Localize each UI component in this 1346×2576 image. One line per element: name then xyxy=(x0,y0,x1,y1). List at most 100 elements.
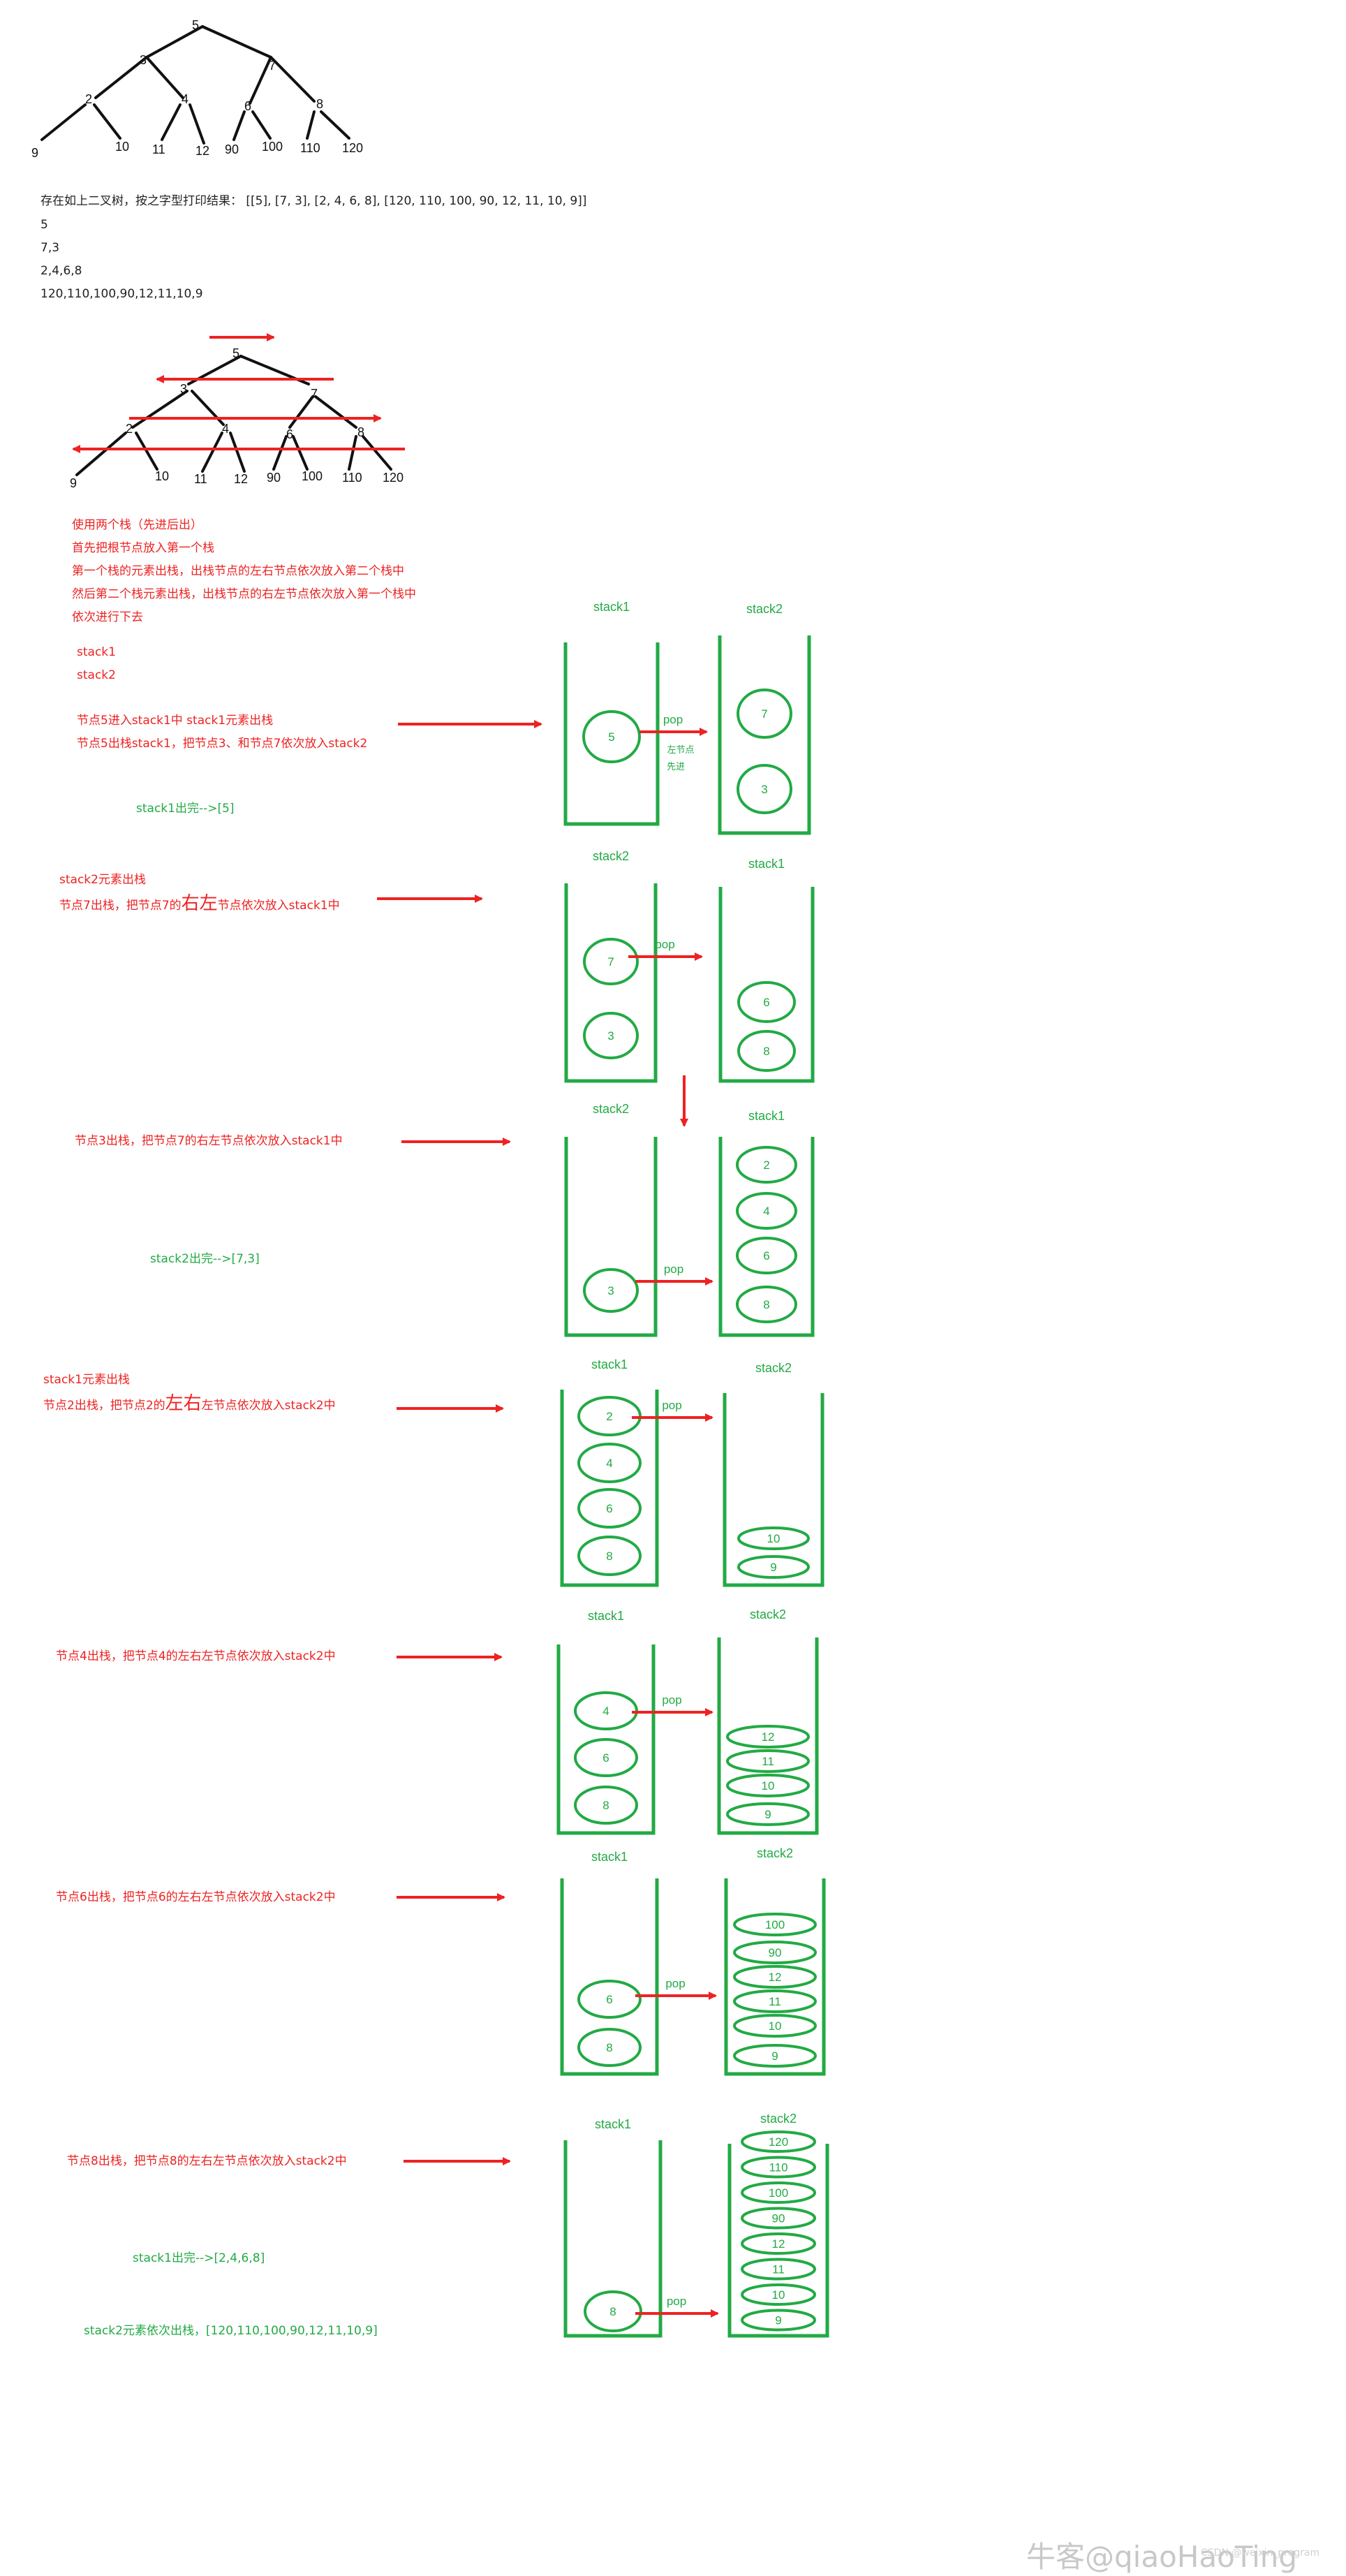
step1-stack-left-item xyxy=(582,710,641,763)
step2-stack-left-item xyxy=(583,938,639,985)
step2-title: stack2元素出栈 xyxy=(59,873,146,887)
step6-stack-right-container xyxy=(724,1878,826,2076)
step1-desc-1: 节点5进入stack1中 stack1元素出栈 xyxy=(77,714,274,728)
step6-stack-left-item-label: 8 xyxy=(606,2041,612,2054)
step2-stack-right-item xyxy=(737,981,796,1023)
step7-stack-right-item-label: 10 xyxy=(772,2288,785,2302)
result-row-3: 2,4,6,8 xyxy=(40,264,82,278)
step7-stack-right-item xyxy=(741,2156,816,2179)
tree-node-6: 6 xyxy=(244,99,251,113)
step4-pop-label: pop xyxy=(662,1399,681,1412)
step1-stack-right-item xyxy=(737,764,792,814)
zigzag-arrows xyxy=(72,333,405,453)
step5-stack-right-item xyxy=(726,1802,810,1826)
step7-stack-right-item xyxy=(741,2130,816,2153)
step5-stack-right-item xyxy=(726,1774,810,1797)
step4-stack-left-item-label: 4 xyxy=(606,1457,612,1470)
step5-stack-right-item-label: 11 xyxy=(762,1755,774,1768)
step2-stack-right-item xyxy=(737,1030,796,1072)
step-arrows xyxy=(377,720,688,2165)
step7-done-1: stack1出完-->[2,4,6,8] xyxy=(133,2251,265,2265)
watermark-small: CSDN @weixin_program xyxy=(1201,2547,1320,2559)
step5-stack-left-item xyxy=(574,1786,638,1825)
step6-stack-right-item xyxy=(733,2044,817,2068)
tree-node-90: 90 xyxy=(225,142,239,156)
step3-stack-right-item-label: 4 xyxy=(763,1205,769,1218)
result-row-2: 7,3 xyxy=(40,241,60,255)
svg-text:10: 10 xyxy=(155,469,169,483)
step5-desc: 节点4出栈，把节点4的左右左节点依次放入stack2中 xyxy=(56,1649,336,1663)
step5-stack-right-item-label: 9 xyxy=(764,1808,771,1821)
step3-stack-left-container xyxy=(564,1137,658,1337)
tree-node-110: 110 xyxy=(300,141,320,155)
svg-text:6: 6 xyxy=(286,427,293,441)
step6-stack-left-item xyxy=(577,1980,642,2019)
step7-pop-label: pop xyxy=(667,2295,686,2308)
step5-stack-right-item-label: 10 xyxy=(762,1779,775,1793)
step7-stack-right-item-label: 9 xyxy=(775,2314,781,2327)
step2-desc: 节点7出栈，把节点7的右左节点依次放入stack1中 xyxy=(59,893,340,914)
tree-node-7: 7 xyxy=(269,59,276,73)
step1-label-stack2: stack2 xyxy=(77,668,116,682)
step7-stack-left-container xyxy=(563,2140,663,2338)
svg-text:11: 11 xyxy=(194,472,207,486)
step7-stack-right-label: stack2 xyxy=(760,2112,797,2126)
step6-stack-right-item xyxy=(733,2014,817,2038)
step2-stack-right-item-label: 8 xyxy=(763,1045,769,1058)
step1-stack-left-item-label: 5 xyxy=(608,730,614,744)
step3-stack-right-item-label: 6 xyxy=(763,1249,769,1263)
step7-stack-right-item xyxy=(741,2232,816,2255)
step3-stack-right-label: stack1 xyxy=(748,1109,785,1123)
step7-stack-right-item xyxy=(741,2207,816,2230)
step2-stack-left-label: stack2 xyxy=(593,849,629,863)
step3-pop-label: pop xyxy=(664,1263,683,1276)
step4-stack-left-item xyxy=(577,1536,642,1576)
method-line-2: 首先把根节点放入第一个栈 xyxy=(72,541,214,555)
stacks-group: stack15stack273pop左节点先进stack273stack168p… xyxy=(556,600,829,2338)
step5-stack-right-item xyxy=(726,1749,810,1773)
step4-stack-left-item-label: 6 xyxy=(606,1502,612,1515)
step7-stack-left-item xyxy=(584,2290,642,2332)
result-line: 存在如上二叉树，按之字型打印结果： [[5], [7, 3], [2, 4, 6… xyxy=(40,194,587,208)
watermark: 牛客@qiaoHaoTing xyxy=(1026,2540,1298,2574)
step3-stack-right-item xyxy=(736,1192,797,1230)
step4-stack-right-item xyxy=(737,1526,810,1550)
tree-node-2: 2 xyxy=(85,92,92,106)
step1-note-2: 先进 xyxy=(667,761,685,772)
binary-tree-top xyxy=(40,25,350,145)
result-row-1: 5 xyxy=(40,218,48,232)
tree-node-12: 12 xyxy=(195,144,209,158)
step5-stack-left-item-label: 6 xyxy=(602,1751,609,1765)
step4-stack-right-item-label: 9 xyxy=(770,1561,776,1574)
svg-text:9: 9 xyxy=(70,476,77,490)
step4-stack-left-item-label: 8 xyxy=(606,1550,612,1563)
step5-stack-left-item-label: 4 xyxy=(602,1705,609,1718)
svg-text:8: 8 xyxy=(357,425,364,439)
step5-stack-left-item xyxy=(574,1738,638,1777)
binary-tree-zigzag xyxy=(75,355,392,476)
step3-stack-right-item xyxy=(736,1237,797,1274)
svg-text:7: 7 xyxy=(311,387,318,401)
step1-stack-left-label: stack1 xyxy=(593,600,630,614)
step7-stack-right-item-label: 11 xyxy=(772,2263,785,2276)
step7-stack-right-item xyxy=(741,2309,816,2332)
step6-stack-right-item xyxy=(733,1989,817,2013)
method-line-4: 然后第二个栈元素出栈，出栈节点的右左节点依次放入第一个栈中 xyxy=(72,587,416,601)
step6-stack-right-item-label: 100 xyxy=(765,1918,785,1931)
step1-label-stack1: stack1 xyxy=(77,645,116,659)
step6-stack-right-item-label: 9 xyxy=(771,2049,778,2063)
step3-stack-left-item xyxy=(583,1268,639,1313)
step1-stack-right-item-label: 3 xyxy=(761,783,767,796)
step3-desc: 节点3出栈，把节点7的右左节点依次放入stack1中 xyxy=(75,1134,343,1148)
step7-stack-right-item-label: 90 xyxy=(772,2212,785,2225)
step4-stack-right-item xyxy=(737,1555,810,1579)
